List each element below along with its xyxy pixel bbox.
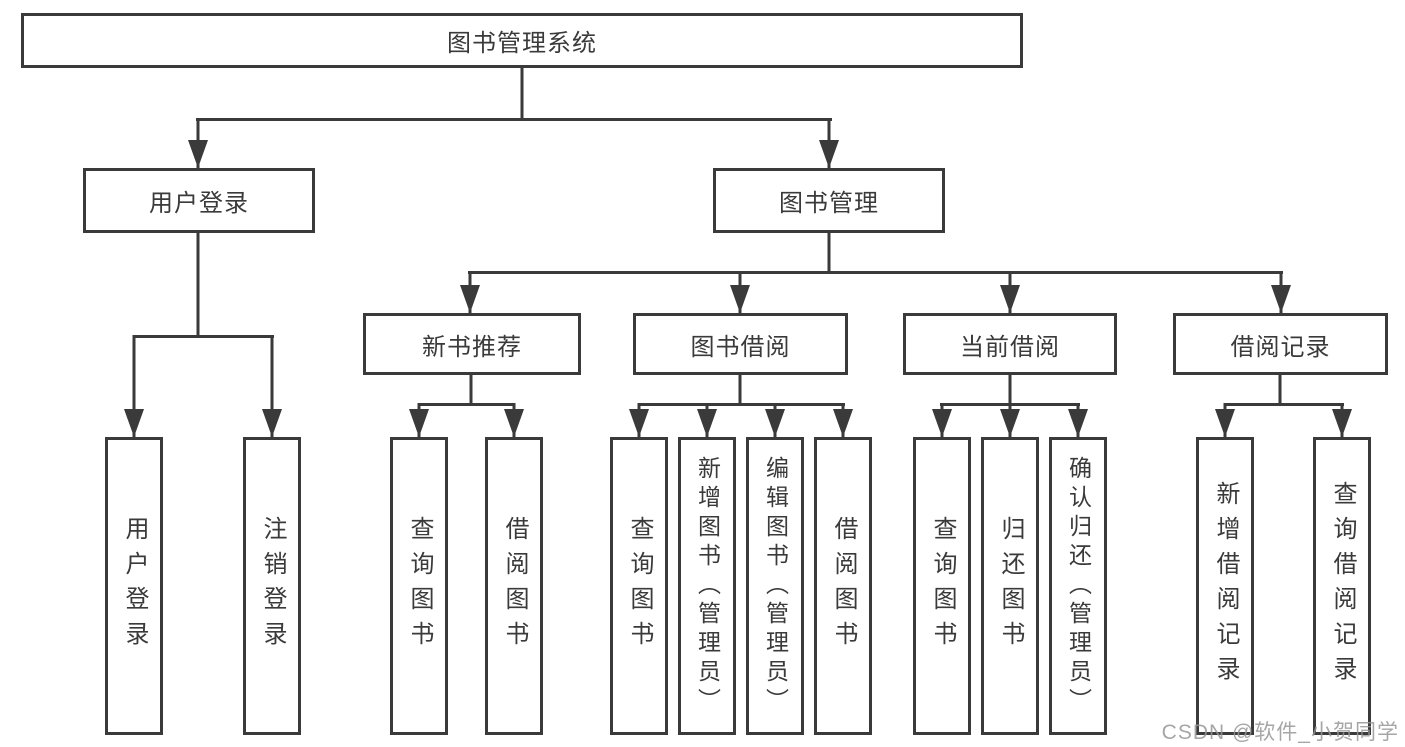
connector-line (1008, 375, 1012, 406)
leaf-query-borrow-record: 查询借阅记录 (1313, 437, 1371, 735)
connector-line (133, 335, 274, 338)
connector-line (469, 375, 473, 406)
connector-line (827, 233, 831, 274)
leaf-logout: 注销登录 (243, 437, 301, 735)
node-book-borrow-label: 图书借阅 (690, 333, 791, 361)
arrow-down-icon (819, 140, 839, 168)
arrow-down-icon (730, 285, 750, 313)
arrow-down-icon (1000, 285, 1020, 313)
leaf-logout-label: 注销登录 (259, 516, 286, 656)
arrow-down-icon (833, 409, 853, 437)
leaf-return-book: 归还图书 (981, 437, 1039, 735)
node-new-book-recommend-label: 新书推荐 (422, 333, 522, 361)
connector-line (196, 233, 200, 338)
arrow-down-icon (188, 140, 208, 168)
leaf-recommend-query-book: 查询图书 (390, 437, 448, 735)
leaf-borrow-book-label: 借阅图书 (830, 516, 857, 656)
node-borrow-records-label: 借阅记录 (1230, 333, 1331, 361)
connector-line (1278, 375, 1282, 406)
connector-line (638, 403, 845, 406)
leaf-add-borrow-record: 新增借阅记录 (1196, 437, 1254, 735)
arrow-down-icon (1332, 409, 1352, 437)
node-new-book-recommend: 新书推荐 (363, 313, 581, 375)
leaf-current-query-book-label: 查询图书 (929, 516, 956, 656)
arrow-down-icon (1000, 409, 1020, 437)
leaf-user-login: 用户登录 (105, 437, 163, 735)
connector-line (270, 335, 274, 437)
connector-line (196, 118, 832, 121)
leaf-borrow-query-book-label: 查询图书 (626, 516, 653, 656)
connector-line (520, 68, 524, 120)
arrow-down-icon (1271, 285, 1291, 313)
node-user-login: 用户登录 (83, 168, 315, 233)
node-current-borrow-label: 当前借阅 (960, 333, 1060, 361)
arrow-down-icon (262, 409, 282, 437)
connector-line (132, 335, 136, 437)
leaf-recommend-borrow-book-label: 借阅图书 (501, 516, 528, 656)
node-book-borrow: 图书借阅 (633, 313, 848, 375)
leaf-borrow-query-book: 查询图书 (610, 437, 668, 735)
leaf-add-book-admin-label: 新增图书（管理员） (694, 455, 721, 717)
arrow-down-icon (932, 409, 952, 437)
leaf-return-book-label: 归还图书 (997, 516, 1024, 656)
connector-line (418, 403, 515, 406)
arrow-down-icon (1215, 409, 1235, 437)
leaf-recommend-query-book-label: 查询图书 (406, 516, 433, 656)
leaf-user-login-label: 用户登录 (121, 516, 148, 656)
csdn-watermark: CSDN @软件_小贺同学 (1161, 721, 1399, 744)
arrow-down-icon (504, 409, 524, 437)
node-borrow-records: 借阅记录 (1173, 313, 1388, 375)
leaf-edit-book-admin-label: 编辑图书（管理员） (762, 455, 789, 717)
arrow-down-icon (409, 409, 429, 437)
arrow-down-icon (697, 409, 717, 437)
arrow-down-icon (124, 409, 144, 437)
leaf-current-query-book: 查询图书 (913, 437, 971, 735)
leaf-query-borrow-record-label: 查询借阅记录 (1329, 481, 1356, 691)
leaf-confirm-return-admin-label: 确认归还（管理员） (1065, 455, 1092, 717)
arrow-down-icon (629, 409, 649, 437)
connector-line (738, 375, 742, 406)
node-root-label: 图书管理系统 (447, 30, 597, 57)
arrow-down-icon (460, 285, 480, 313)
node-root: 图书管理系统 (21, 13, 1023, 68)
leaf-edit-book-admin: 编辑图书（管理员） (746, 437, 804, 735)
arrow-down-icon (765, 409, 785, 437)
leaf-recommend-borrow-book: 借阅图书 (485, 437, 543, 735)
leaf-confirm-return-admin: 确认归还（管理员） (1049, 437, 1107, 735)
node-current-borrow: 当前借阅 (903, 313, 1117, 375)
leaf-add-borrow-record-label: 新增借阅记录 (1212, 481, 1239, 691)
connector-line (468, 271, 1283, 274)
node-user-login-label: 用户登录 (149, 190, 249, 217)
leaf-borrow-book: 借阅图书 (814, 437, 872, 735)
leaf-add-book-admin: 新增图书（管理员） (678, 437, 736, 735)
connector-line (1224, 403, 1344, 406)
arrow-down-icon (1068, 409, 1088, 437)
node-book-management-label: 图书管理 (779, 190, 879, 217)
node-book-management: 图书管理 (713, 168, 945, 233)
